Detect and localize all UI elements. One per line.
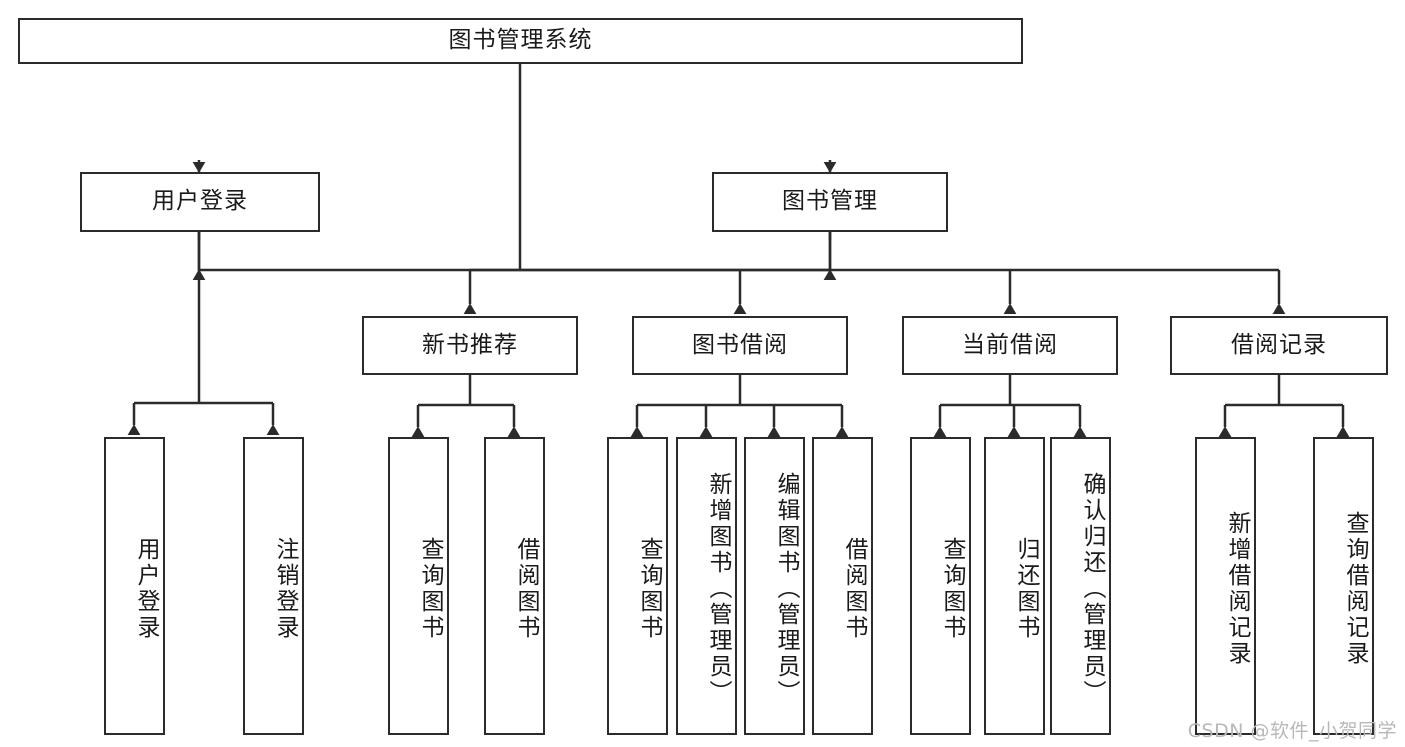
node-book-manage-label: 图书管理: [782, 188, 878, 215]
node-borrow-record-label: 借阅记录: [1231, 331, 1327, 358]
node-leaf-add-book-label: 新增图书（管理员）: [705, 472, 731, 706]
node-leaf-add-book[interactable]: 新增图书（管理员）: [676, 437, 737, 735]
node-leaf-user-login[interactable]: 用户登录: [104, 437, 165, 735]
node-current-borrow-label: 当前借阅: [962, 331, 1058, 358]
node-leaf-edit-book-label: 编辑图书（管理员）: [773, 472, 799, 706]
node-book-manage[interactable]: 图书管理: [712, 172, 948, 232]
node-leaf-return-book[interactable]: 归还图书: [984, 437, 1045, 735]
node-leaf-edit-book[interactable]: 编辑图书（管理员）: [744, 437, 805, 735]
node-leaf-query-book-1-label: 查询图书: [417, 537, 443, 641]
node-leaf-borrow-book-2-label: 借阅图书: [841, 537, 867, 641]
node-leaf-user-login-label: 用户登录: [133, 537, 159, 641]
node-leaf-borrow-book-1[interactable]: 借阅图书: [484, 437, 545, 735]
node-leaf-query-book-2[interactable]: 查询图书: [607, 437, 668, 735]
node-leaf-query-record[interactable]: 查询借阅记录: [1313, 437, 1374, 735]
node-leaf-confirm-return[interactable]: 确认归还（管理员）: [1050, 437, 1111, 735]
node-leaf-user-logout-label: 注销登录: [272, 537, 298, 641]
node-leaf-query-book-2-label: 查询图书: [636, 537, 662, 641]
node-root[interactable]: 图书管理系统: [18, 18, 1023, 64]
node-leaf-user-logout[interactable]: 注销登录: [243, 437, 304, 735]
node-leaf-add-record-label: 新增借阅记录: [1224, 511, 1250, 667]
node-root-label: 图书管理系统: [448, 27, 593, 54]
node-borrow-record[interactable]: 借阅记录: [1170, 316, 1388, 375]
node-leaf-query-book-3-label: 查询图书: [939, 537, 965, 641]
node-leaf-query-book-3[interactable]: 查询图书: [910, 437, 971, 735]
node-book-borrow-label: 图书借阅: [692, 331, 788, 358]
node-book-borrow[interactable]: 图书借阅: [632, 316, 848, 375]
node-current-borrow[interactable]: 当前借阅: [902, 316, 1118, 375]
node-user-login-label: 用户登录: [152, 188, 248, 215]
node-leaf-borrow-book-1-label: 借阅图书: [513, 537, 539, 641]
node-leaf-return-book-label: 归还图书: [1013, 537, 1039, 641]
node-leaf-query-record-label: 查询借阅记录: [1342, 511, 1368, 667]
node-leaf-add-record[interactable]: 新增借阅记录: [1195, 437, 1256, 735]
node-leaf-query-book-1[interactable]: 查询图书: [388, 437, 449, 735]
node-leaf-confirm-return-label: 确认归还（管理员）: [1079, 472, 1105, 706]
node-new-book-recommend[interactable]: 新书推荐: [362, 316, 578, 375]
node-leaf-borrow-book-2[interactable]: 借阅图书: [812, 437, 873, 735]
node-user-login[interactable]: 用户登录: [80, 172, 320, 232]
node-new-book-recommend-label: 新书推荐: [422, 331, 518, 358]
csdn-watermark: CSDN @软件_小贺同学: [1187, 720, 1397, 742]
